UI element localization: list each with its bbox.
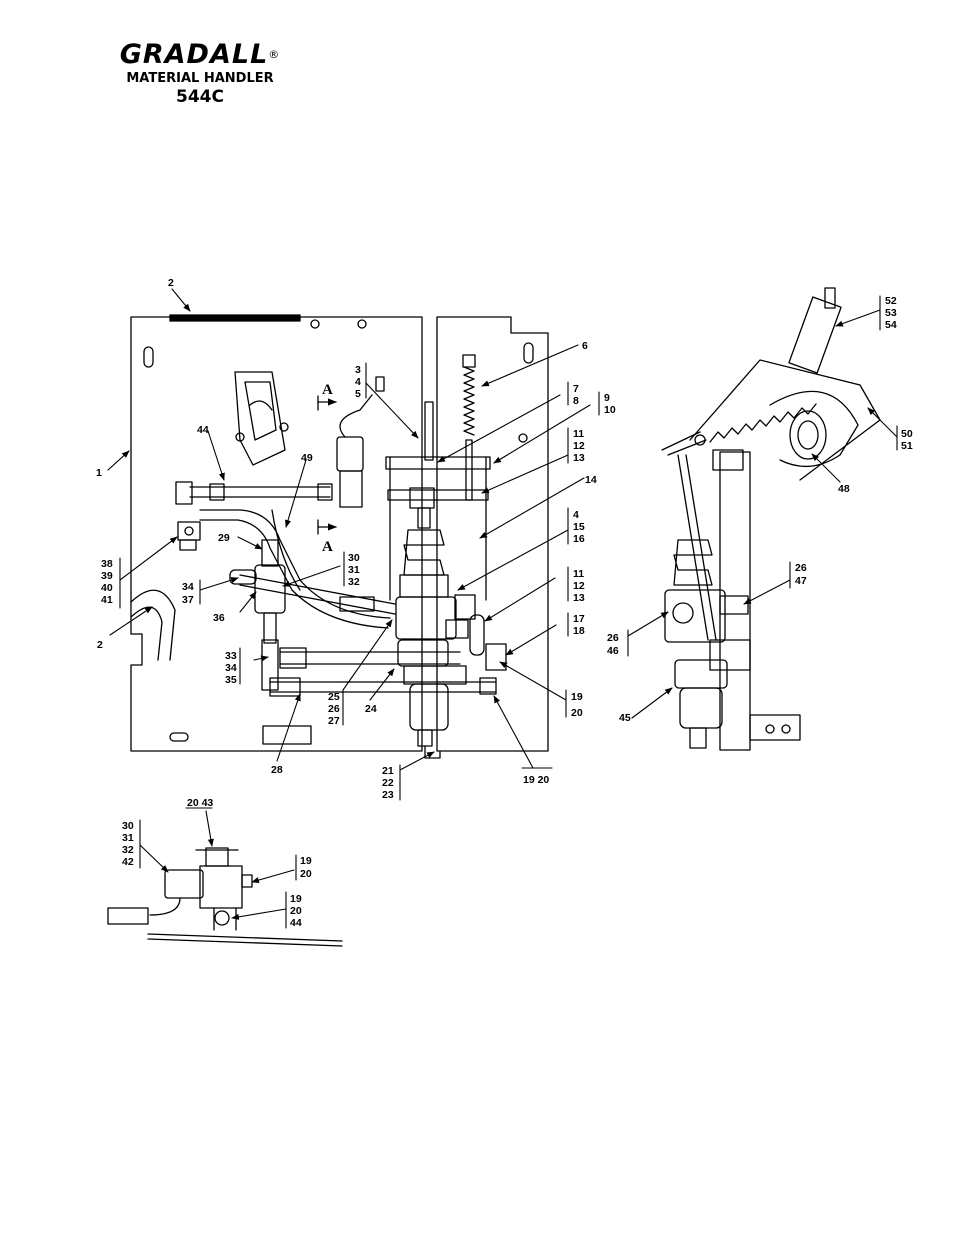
callout-25: 25 — [328, 691, 340, 703]
callout-35: 35 — [225, 674, 237, 686]
section-marks — [318, 396, 336, 534]
callout-46: 46 — [607, 645, 619, 657]
callout-30: 30 — [348, 552, 360, 564]
callout-54: 54 — [885, 319, 897, 331]
bracket — [235, 372, 285, 465]
callout-28: 28 — [271, 764, 283, 776]
callout-1: 1 — [96, 467, 102, 479]
control-frame — [386, 457, 490, 469]
callout-26: 26 — [328, 703, 340, 715]
top-strip — [170, 315, 300, 321]
callout-30b: 30 — [122, 820, 134, 832]
callout-34: 34 — [182, 581, 194, 593]
callout-20b: 20 — [300, 868, 312, 880]
callout-4: 4 — [355, 376, 361, 388]
callout-36: 36 — [213, 612, 225, 624]
callout-leaders — [108, 289, 897, 928]
callout-31: 31 — [348, 564, 360, 576]
callout-24: 24 — [365, 703, 377, 715]
side-view — [662, 288, 880, 750]
callout-20c: 20 — [290, 905, 302, 917]
callout-34b: 34 — [225, 662, 237, 674]
callout-2b: 2 — [97, 639, 103, 651]
callout-5: 5 — [355, 388, 361, 400]
section-mark-a-bottom: A — [322, 539, 333, 555]
callout-51: 51 — [901, 440, 913, 452]
slot-right — [524, 343, 533, 363]
callout-12b: 12 — [573, 580, 585, 592]
callout-49: 49 — [301, 452, 313, 464]
callout-47: 47 — [795, 575, 807, 587]
return-spring — [463, 355, 475, 500]
callout-27: 27 — [328, 715, 340, 727]
side-spring — [710, 404, 816, 442]
callout-7: 7 — [573, 383, 579, 395]
callout-18: 18 — [573, 625, 585, 637]
callout-3: 3 — [355, 364, 361, 376]
callout-37: 37 — [182, 594, 194, 606]
slot-left — [144, 347, 153, 367]
callout-2: 2 — [168, 277, 174, 289]
callout-11: 11 — [573, 428, 584, 440]
callout-22: 22 — [382, 777, 394, 789]
joystick-boot — [404, 530, 444, 575]
callout-13: 13 — [573, 452, 585, 464]
callout-labels: 2 1 3 4 5 6 7 8 9 10 11 12 13 14 4 15 16… — [96, 277, 913, 929]
callout-45: 45 — [619, 712, 631, 724]
u-hose — [131, 590, 175, 660]
callout-50: 50 — [901, 428, 913, 440]
nuts — [236, 320, 527, 442]
callout-12: 12 — [573, 440, 585, 452]
callout-44: 44 — [197, 424, 209, 436]
callout-42: 42 — [122, 856, 134, 868]
callout-21: 21 — [382, 765, 394, 777]
manifold-block — [178, 522, 200, 540]
callout-32b: 32 — [122, 844, 134, 856]
callout-20: 20 — [571, 707, 583, 719]
callout-9: 9 — [604, 392, 610, 404]
callout-32: 32 — [348, 576, 360, 588]
callout-6: 6 — [582, 340, 588, 352]
callout-29: 29 — [218, 532, 230, 544]
callout-15: 15 — [573, 521, 585, 533]
callout-44b: 44 — [290, 917, 302, 929]
callout-17: 17 — [573, 613, 585, 625]
valve-body — [396, 597, 456, 639]
callout-26c: 26 — [607, 632, 619, 644]
slot-bottom — [170, 733, 188, 741]
callout-40: 40 — [101, 582, 113, 594]
callout-19-20: 19 20 — [523, 774, 549, 786]
callout-48: 48 — [838, 483, 850, 495]
callout-4b: 4 — [573, 509, 579, 521]
callout-31b: 31 — [122, 832, 134, 844]
callout-11b: 11 — [573, 568, 584, 580]
callout-52: 52 — [885, 295, 897, 307]
callout-13b: 13 — [573, 592, 585, 604]
label-plate — [263, 726, 311, 744]
callout-14: 14 — [585, 474, 597, 486]
callout-41: 41 — [101, 594, 113, 606]
callout-39: 39 — [101, 570, 113, 582]
solenoid-valve — [337, 437, 363, 471]
callout-19b: 19 — [300, 855, 312, 867]
callout-20-43: 20 43 — [187, 797, 213, 809]
callout-23: 23 — [382, 789, 394, 801]
callout-33: 33 — [225, 650, 237, 662]
callout-19: 19 — [571, 691, 583, 703]
callout-10: 10 — [604, 404, 616, 416]
pivot-rod — [425, 402, 433, 460]
callout-8: 8 — [573, 395, 579, 407]
callout-26b: 26 — [795, 562, 807, 574]
callout-19c: 19 — [290, 893, 302, 905]
section-mark-a-top: A — [322, 382, 333, 398]
callout-53: 53 — [885, 307, 897, 319]
filter-housing — [398, 640, 448, 666]
callout-38: 38 — [101, 558, 113, 570]
callout-16: 16 — [573, 533, 585, 545]
